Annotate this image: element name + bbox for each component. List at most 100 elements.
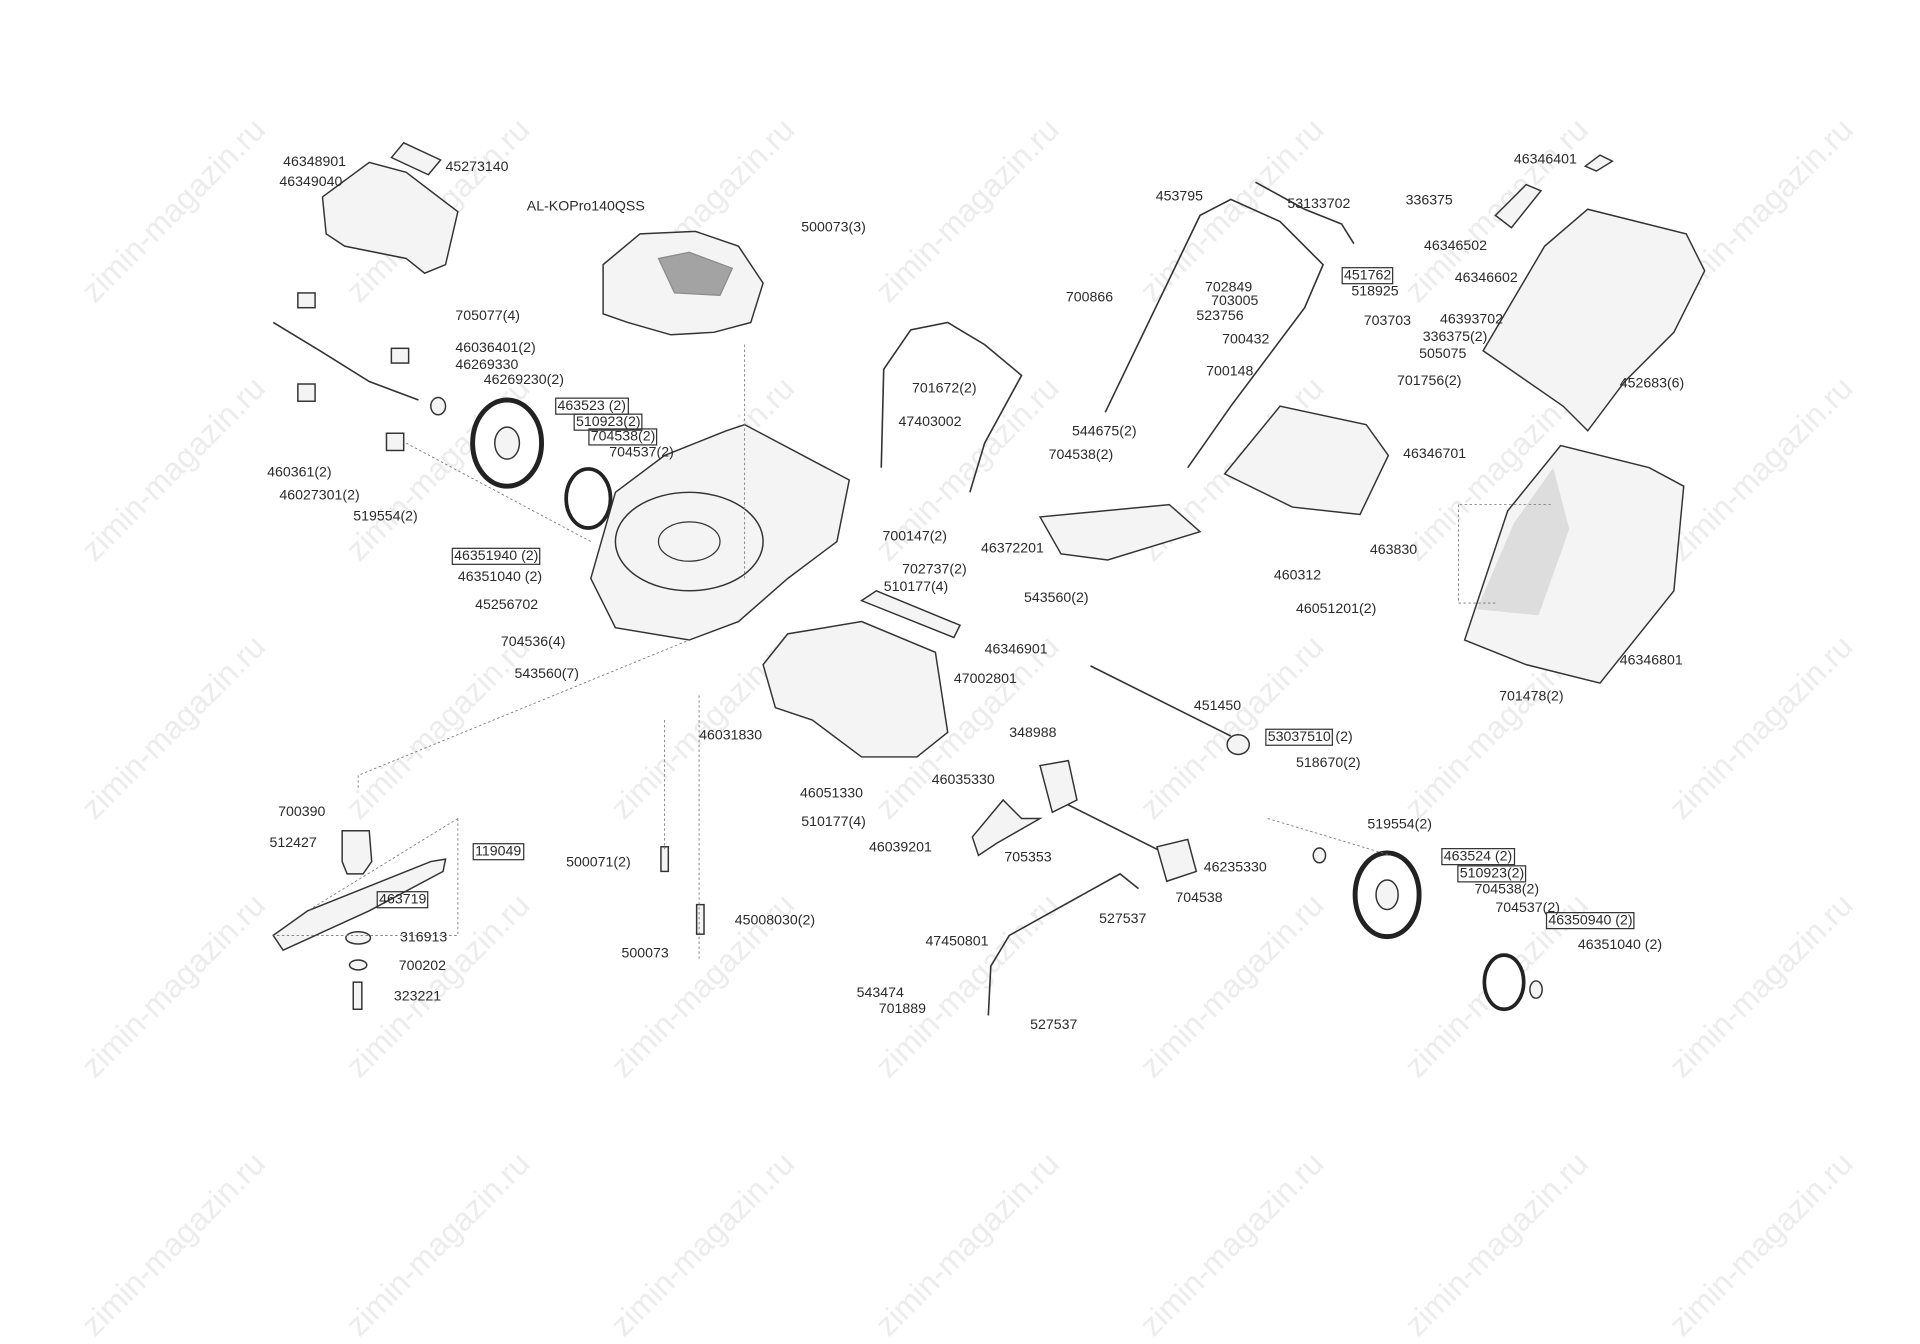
part-label: 46346602	[1454, 270, 1518, 286]
part-label: 702737(2)	[902, 562, 967, 578]
deck-cutter-housing	[614, 491, 764, 592]
part-label: 505075	[1419, 347, 1467, 362]
engine-shroud-part	[657, 251, 734, 297]
part-label: 46393702	[1440, 312, 1504, 328]
part-label: 46039201	[868, 840, 932, 856]
part-label: 701478(2)	[1499, 689, 1564, 705]
part-label: AL-KOPro140QSS	[526, 199, 645, 215]
bracket-part	[390, 347, 410, 364]
mulch-plug-part	[1038, 503, 1202, 561]
part-label: 46027301(2)	[279, 488, 360, 504]
part-label: 323221	[393, 989, 442, 1005]
part-label: 46346701	[1403, 446, 1467, 462]
part-label: 47002801	[953, 672, 1017, 687]
part-label-boxed: 463524 (2)	[1441, 848, 1515, 866]
link-rod-part	[987, 872, 1139, 1016]
part-label: 518925	[1351, 284, 1399, 300]
parts-diagram: zimin-magazin.ru zimin-magazin.ru zimin-ma…	[74, 111, 1860, 1343]
hubcap-part	[564, 467, 613, 530]
part-label-boxed: 704538(2)	[588, 428, 658, 446]
part-label: 704538	[1175, 891, 1223, 906]
part-label: 543560(2)	[1024, 590, 1089, 606]
part-label: 519554(2)	[1367, 817, 1432, 833]
part-label: 543474	[856, 985, 904, 1001]
part-label: 46348901	[283, 155, 347, 170]
part-label: 46031830	[699, 728, 763, 744]
part-label: 704538(2)	[1048, 448, 1114, 463]
part-label: 451450	[1193, 699, 1242, 714]
part-label-boxed: 463523 (2)	[555, 397, 629, 415]
part-label: 703005	[1211, 294, 1259, 309]
part-label: 46372201	[980, 541, 1044, 557]
part-label: 46269330	[455, 358, 519, 373]
bolt-part	[352, 981, 363, 1010]
part-label: 46035330	[931, 772, 995, 788]
watermark-text: zimin-magazin.ru	[73, 1144, 273, 1344]
part-label: 543560(7)	[514, 667, 580, 682]
part-label: 704537(2)	[609, 445, 674, 461]
deck-center	[657, 521, 721, 562]
washer-part	[430, 396, 447, 416]
part-label-boxed: 53037510	[1265, 728, 1334, 746]
wheel-hub-part	[1375, 879, 1399, 911]
watermark-text: zimin-magazin.ru	[1132, 1144, 1331, 1344]
part-label: 701672(2)	[912, 381, 977, 397]
part-label: 45273140	[445, 160, 509, 175]
part-label: 510177(4)	[883, 579, 949, 595]
bolt-part	[660, 846, 670, 873]
catcher-top-part	[1482, 208, 1706, 432]
part-label: 452683(6)	[1619, 376, 1685, 392]
part-label: 46351040 (2)	[1577, 937, 1663, 953]
part-label: 705353	[1004, 850, 1052, 866]
part-label: 46036401(2)	[455, 340, 536, 356]
part-label: 700390	[278, 804, 326, 820]
part-label: 500071(2)	[566, 855, 631, 871]
part-label: 705077(4)	[455, 308, 520, 324]
hubcap-insert-part	[1529, 980, 1543, 999]
part-label: 47450801	[925, 934, 989, 949]
part-label: 46346901	[984, 642, 1048, 658]
adjust-plate-part	[1039, 759, 1078, 814]
part-label: 701889	[878, 1001, 927, 1017]
part-label: 510177(4)	[801, 814, 866, 830]
part-label: 703703	[1363, 313, 1411, 329]
rear-flap-part	[1223, 405, 1390, 516]
part-label: 702849	[1204, 280, 1253, 296]
part-label: 316913	[400, 930, 448, 946]
bracket-part	[385, 432, 405, 452]
assembly-line	[357, 344, 1551, 961]
washer-part	[1312, 847, 1327, 864]
part-label: 45256702	[475, 598, 539, 613]
rear-housing-part	[762, 620, 949, 758]
watermark-text: zimin-magazin.ru	[1396, 1144, 1596, 1344]
part-label-boxed: 46351940 (2)	[451, 547, 541, 565]
part-label: 47403002	[898, 414, 962, 430]
part-label-boxed: 510923(2)	[573, 413, 644, 431]
part-label-boxed: 510923(2)	[1457, 865, 1527, 883]
part-label: 46346801	[1619, 653, 1683, 669]
part-label: 53133702	[1287, 196, 1351, 212]
part-label-boxed: 451762	[1341, 267, 1394, 285]
part-label: 704538(2)	[1474, 882, 1540, 898]
part-label: 700866	[1065, 290, 1114, 306]
part-label: 700148	[1206, 364, 1254, 380]
watermark-text: zimin-magazin.ru	[1661, 1144, 1860, 1344]
part-label: 460312	[1273, 568, 1322, 584]
bearing-part	[1226, 734, 1251, 756]
part-label: 453795	[1155, 189, 1203, 205]
part-label: 519554(2)	[353, 509, 418, 525]
part-label: 46051330	[800, 786, 864, 802]
hubcap-part	[1482, 953, 1526, 1012]
washer-part	[345, 930, 372, 945]
blade-adapter-part	[341, 830, 373, 875]
wheel-hub-part	[494, 426, 521, 460]
part-label: 460361(2)	[267, 465, 332, 481]
stud-part	[695, 903, 705, 935]
part-label: 46351040 (2)	[457, 569, 543, 585]
part-label: 348988	[1009, 726, 1057, 741]
part-label: 700202	[398, 958, 447, 974]
part-label: 46349040	[279, 174, 343, 190]
part-label: 527537	[1099, 912, 1147, 927]
part-label: 46346401	[1513, 152, 1577, 168]
watermark-text: zimin-magazin.ru	[603, 1144, 802, 1344]
